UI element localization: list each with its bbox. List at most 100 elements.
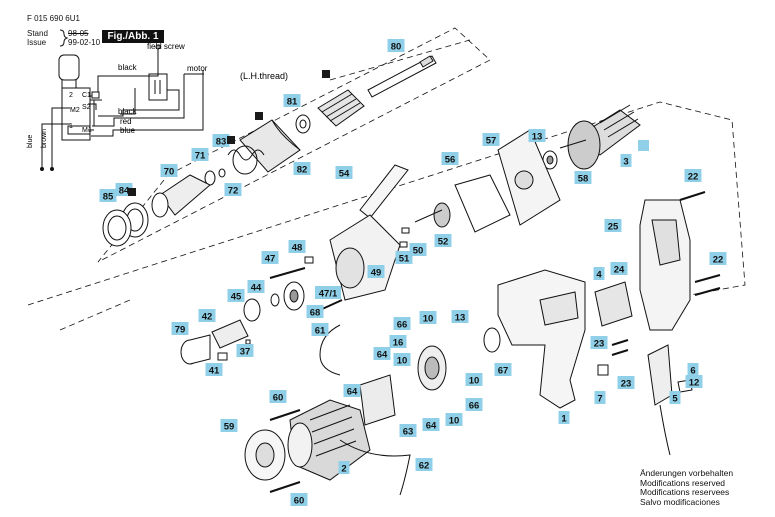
part-callout-79: 79 — [175, 325, 186, 336]
pin-2-label: 2 — [69, 92, 73, 99]
stand-value: 98-05 — [68, 29, 89, 38]
wire-label-red: red — [120, 117, 132, 126]
part-callout-24: 24 — [614, 265, 625, 276]
part-callout-3: 3 — [623, 157, 628, 168]
part-callout-box — [99, 189, 117, 202]
part-callout-box — [409, 243, 427, 256]
part-callout-62: 62 — [419, 461, 430, 472]
part-callout-box — [574, 171, 592, 184]
part-callout-box — [198, 309, 216, 322]
part-callout-box — [395, 251, 413, 264]
part-callout-16: 16 — [393, 338, 404, 349]
part-callout-66: 66 — [469, 401, 480, 412]
part-callout-63: 63 — [403, 427, 414, 438]
note-de: Änderungen vorbehalten — [640, 468, 734, 478]
part-callout-box — [465, 373, 483, 386]
part-callout-box — [465, 398, 483, 411]
part-callout-box — [604, 219, 622, 232]
part-callout-10: 10 — [449, 416, 460, 427]
part-callout-box — [593, 267, 605, 280]
marker-square — [227, 136, 235, 144]
part-callout-box — [224, 183, 242, 196]
part-callout-box — [283, 94, 301, 107]
part-callout-box — [422, 418, 440, 431]
motor-label: motor — [187, 64, 208, 73]
part-callout-13: 13 — [455, 313, 466, 324]
part-callout-23: 23 — [594, 339, 605, 350]
part-callout-box — [393, 317, 411, 330]
part-callout-box — [393, 353, 411, 366]
part-callout-box — [191, 148, 209, 161]
wire-label-black-mid: black — [118, 107, 138, 116]
part-callout-box — [419, 311, 437, 324]
part-callout-box — [482, 133, 500, 146]
part-callout-box — [261, 251, 279, 264]
part-callout-22: 22 — [688, 172, 699, 183]
part-callout-1: 1 — [561, 414, 567, 425]
part-callout-box — [389, 335, 407, 348]
part-callout-51: 51 — [399, 254, 410, 265]
part-callout-37: 37 — [240, 347, 251, 358]
part-callout-25: 25 — [608, 222, 619, 233]
part-callout-box — [311, 323, 329, 336]
part-callout-box — [399, 424, 417, 437]
part-callout-44: 44 — [251, 283, 262, 294]
part-callout-10: 10 — [469, 376, 480, 387]
part-callout-48: 48 — [292, 243, 303, 254]
part-callout-box — [227, 289, 245, 302]
part-callout-box — [669, 391, 681, 404]
part-callout-box — [441, 152, 459, 165]
figure-label: Fig./Abb. 1 — [102, 30, 164, 43]
part-callout-81: 81 — [287, 97, 298, 108]
marker-square — [255, 112, 263, 120]
part-callout-58: 58 — [578, 174, 589, 185]
part-callout-box — [617, 376, 635, 389]
wire-label-black-top: black — [118, 63, 138, 72]
pin-1-label: 1 — [69, 123, 73, 130]
part-callout-box — [445, 413, 463, 426]
part-callout-23: 23 — [621, 379, 632, 390]
part-callout-47: 47 — [265, 254, 276, 265]
part-callout-47-1: 47/1 — [319, 289, 338, 300]
part-callout-56: 56 — [445, 155, 456, 166]
part-callout-box — [290, 493, 308, 506]
part-callout-box — [306, 305, 324, 318]
part-callout-box — [367, 265, 385, 278]
part-callout-box — [528, 129, 546, 142]
part-callout-box — [212, 134, 230, 147]
c1-label: C1 — [82, 92, 91, 99]
part-callout-60: 60 — [273, 393, 284, 404]
part-callout-80: 80 — [391, 42, 402, 53]
part-callout-60: 60 — [294, 496, 305, 507]
part-callout-7: 7 — [597, 394, 602, 405]
part-callout-box — [610, 262, 628, 275]
part-callout-50: 50 — [413, 246, 424, 257]
part-callout-84: 84 — [119, 186, 130, 197]
part-callout-box — [293, 162, 311, 175]
issue-label: Issue — [27, 38, 47, 47]
part-callout-42: 42 — [202, 312, 213, 323]
part-callout-box — [343, 384, 361, 397]
m2-label: M2 — [70, 107, 80, 114]
part-callout-13: 13 — [532, 132, 543, 143]
armature-callout-swatch — [638, 140, 649, 151]
marker-square — [322, 70, 330, 78]
part-callout-box — [236, 344, 254, 357]
part-callout-box — [269, 390, 287, 403]
disclaimer-notes: Änderungen vorbehalten Modifications res… — [640, 468, 734, 507]
part-callout-box — [315, 286, 341, 299]
part-callout-box — [709, 252, 727, 265]
part-callout-52: 52 — [438, 237, 449, 248]
part-callout-box — [205, 363, 223, 376]
part-callout-box — [620, 154, 632, 167]
part-callout-59: 59 — [224, 422, 235, 433]
part-callout-2: 2 — [341, 464, 346, 475]
part-callout-box — [434, 234, 452, 247]
part-callout-64: 64 — [347, 387, 358, 398]
part-callout-box — [594, 391, 606, 404]
part-callout-box — [335, 166, 353, 179]
part-callout-box — [247, 280, 265, 293]
part-callout-22: 22 — [713, 255, 724, 266]
